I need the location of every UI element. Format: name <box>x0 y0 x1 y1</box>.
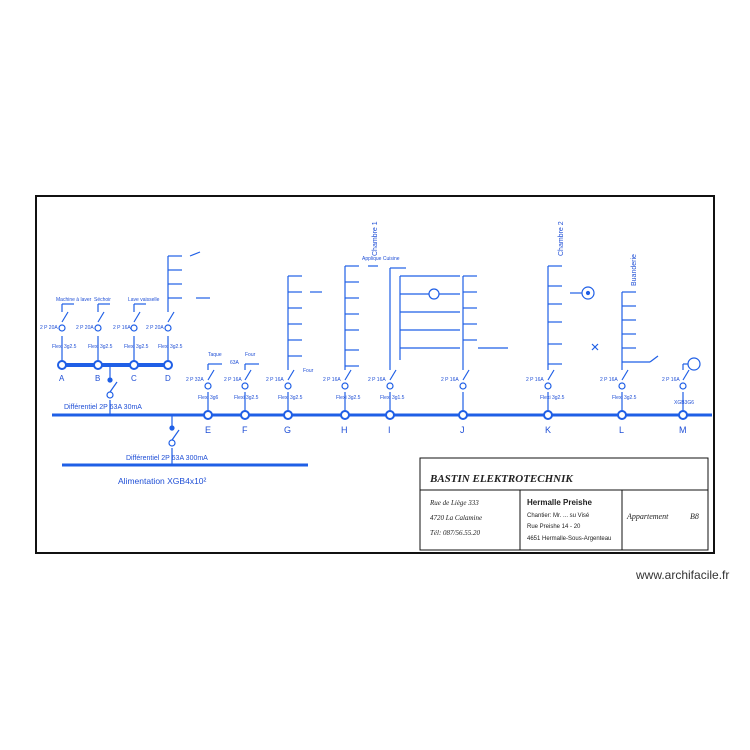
circuit-label-d: D <box>165 374 171 383</box>
circuit-g-drop <box>283 275 322 420</box>
circuit-label-a: A <box>59 374 65 383</box>
load-taque-63a: 63A <box>230 360 240 366</box>
breaker-c: 2 P 16A <box>113 325 131 331</box>
client-name: Hermalle Preishe <box>527 498 592 507</box>
breaker-b: 2 P 20A <box>76 325 94 331</box>
cable-g: Flexi 3g2.5 <box>278 395 303 401</box>
breaker-g: 2 P 16A <box>266 377 284 383</box>
breaker-d: 2 P 20A <box>146 325 164 331</box>
circuit-m-drop <box>678 357 701 420</box>
cable-l: Flexi 3g2.5 <box>612 395 637 401</box>
load-taque: Taque <box>208 352 222 358</box>
circuit-label-k: K <box>545 425 551 435</box>
breaker-e: 2 P 32A <box>186 377 204 383</box>
cable-e: Flexi 3g6 <box>198 395 219 401</box>
circuit-k-drop <box>543 265 599 420</box>
breaker-l: 2 P 16A <box>600 377 618 383</box>
circuit-f-drop <box>240 363 259 420</box>
circuit-h-drop <box>340 265 378 420</box>
circuit-label-h: H <box>341 425 348 435</box>
site-line-2: Rue Preishe 14 - 20 <box>527 524 581 530</box>
cable-d: Flexi 3g2.5 <box>158 344 183 350</box>
breaker-j: 2 P 16A <box>441 377 459 383</box>
cable-a: Flexi 3g2.5 <box>52 344 77 350</box>
circuit-b-drop <box>93 303 110 370</box>
circuit-label-l: L <box>619 425 624 435</box>
cable-k: Flexi 3g2.5 <box>540 395 565 401</box>
load-machine-a-laver: Machine à laver <box>56 297 92 303</box>
load-applique-cuisine: Applique Cuisine <box>362 256 400 262</box>
site-line-1: Chantier: Mr. ... su Visé <box>527 513 590 519</box>
circuit-j-drop <box>458 275 508 420</box>
circuit-d-drop <box>163 251 210 370</box>
circuit-label-m: M <box>679 425 687 435</box>
supply-label: Alimentation XGB4x10² <box>118 476 207 486</box>
circuit-l-drop <box>617 291 659 420</box>
circuit-i-drop <box>385 267 460 420</box>
circuit-e-drop <box>203 363 222 420</box>
breaker-h: 2 P 16A <box>323 377 341 383</box>
circuit-label-j: J <box>460 425 465 435</box>
circuit-label-i: I <box>388 425 391 435</box>
breaker-a: 2 P 20A <box>40 325 58 331</box>
circuit-c-drop <box>129 303 146 370</box>
breaker-m: 2 P 16A <box>662 377 680 383</box>
load-sechoir: Séchoir <box>94 297 111 303</box>
cable-b: Flexi 3g2.5 <box>88 344 113 350</box>
room-chambre-1: Chambre 1 <box>372 221 379 256</box>
differential-2-switch <box>168 415 180 465</box>
company-name: BASTIN ELEKTROTECHNIK <box>429 473 573 485</box>
watermark: www.archifacile.fr <box>636 568 730 582</box>
breaker-i: 2 P 16A <box>368 377 386 383</box>
cable-i: Flexi 3g1.5 <box>380 395 405 401</box>
circuit-texts: A B C D E F G H I J K L M 2 P 20A 2 P 20… <box>40 221 694 486</box>
company-address-1: Rue de Liège 333 <box>429 499 479 507</box>
differential-1-switch <box>106 365 118 415</box>
drawing-ref: B8 <box>690 512 699 521</box>
company-address-2: 4720 La Calamine <box>430 514 482 522</box>
site-line-3: 4651 Hermalle-Sous-Argenteau <box>527 536 611 542</box>
circuit-a-drop <box>57 303 74 370</box>
circuit-label-e: E <box>205 425 211 435</box>
circuit-label-g: G <box>284 425 291 435</box>
cable-m: XGB3G6 <box>674 400 694 406</box>
differential-2-label: Différentiel 2P 63A 300mA <box>126 455 208 462</box>
load-lave-vaisselle: Lave vaisselle <box>128 297 160 303</box>
differential-1-label: Différentiel 2P 63A 30mA <box>64 404 142 411</box>
drawing-frame <box>35 195 715 554</box>
breaker-f: 2 P 16A <box>224 377 242 383</box>
cable-c: Flexi 3g2.5 <box>124 344 149 350</box>
room-buanderie: Buanderie <box>631 254 638 286</box>
circuit-label-c: C <box>131 374 137 383</box>
cable-f: Flexi 3g2.5 <box>234 395 259 401</box>
company-phone: Tél: 087/56.55.20 <box>430 529 480 537</box>
circuit-label-b: B <box>95 374 100 383</box>
breaker-k: 2 P 16A <box>526 377 544 383</box>
drawing-title: Appartement <box>626 512 669 521</box>
load-four-f: Four <box>245 352 256 358</box>
title-block: BASTIN ELEKTROTECHNIK Rue de Liège 333 4… <box>429 473 699 542</box>
diagram-drawing <box>35 195 715 554</box>
title-block-frame <box>419 457 709 551</box>
circuit-label-f: F <box>242 425 248 435</box>
room-chambre-2: Chambre 2 <box>558 221 565 256</box>
load-four-g: Four <box>303 368 314 374</box>
cable-h: Flexi 3g2.5 <box>336 395 361 401</box>
